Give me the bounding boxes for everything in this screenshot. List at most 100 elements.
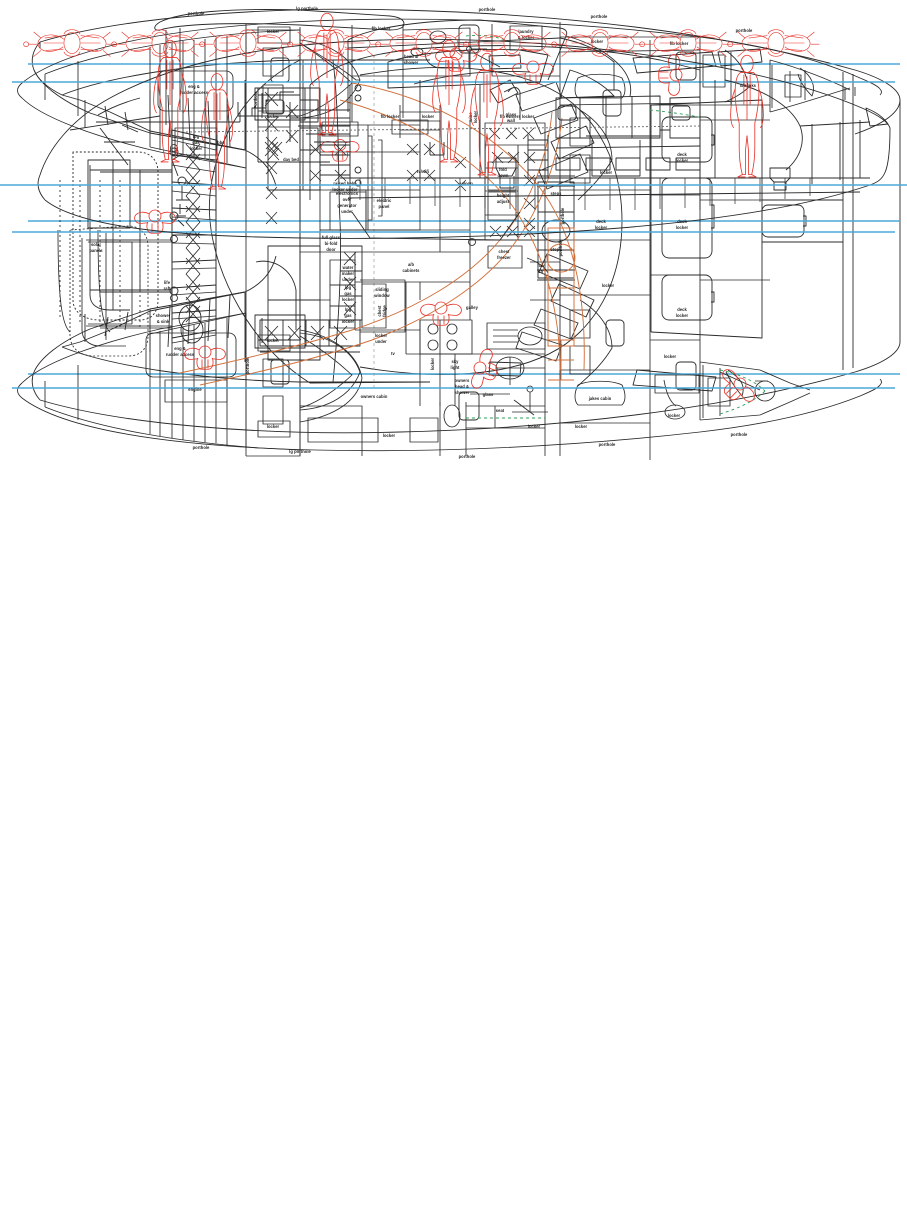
accommodation-label: locker [267,338,280,343]
accommodation-label: locker [676,158,689,163]
accommodation-label: window [373,293,390,298]
accommodation-label: porthole [736,28,753,33]
accommodation-label: lg porthole [296,6,318,11]
accommodation-label: under [342,277,354,282]
accommodation-label: locker [575,424,588,429]
accommodation-label: seat [496,408,505,413]
accommodation-label: water [342,265,354,270]
accommodation-label: locker under [332,187,358,192]
accommodation-label: locker [342,319,355,324]
accommodation-label: fold [499,167,507,172]
accommodation-label: laundry [518,29,534,34]
accommodation-label: life [164,280,171,285]
accommodation-label: & locker [518,35,535,40]
accommodation-plan-view: porthole lg porthole porthole porthole porth… [12,6,895,460]
accommodation-label: tv/wifi [417,169,429,174]
accommodation-label: locker [190,146,203,151]
figure-scale-strip [23,29,820,57]
accommodation-label: day bed [283,157,299,162]
human-figure-plan [111,29,204,57]
accommodation-label: nav [537,263,545,268]
accommodation-label: maker [342,271,355,276]
accommodation-label: tv [391,351,395,356]
accommodation-label: porthole [591,14,608,19]
accommodation-label: locker [267,114,280,119]
accommodation-label: bbq [217,140,225,145]
accommodation-label: bi-fold [325,241,338,246]
accommodation-label: full glass [322,235,341,240]
accommodation-label: light [451,365,460,370]
accommodation-label: head & [455,384,469,389]
accommodation-label: porthole [193,445,210,450]
accommodation-label: ctr [538,269,544,274]
accommodation-label: locker [342,297,355,302]
accommodation-label: under [375,339,387,344]
accommodation-label: porthole [188,11,205,16]
accommodation-label: freezer [497,255,511,260]
deck-plan-label: steps [551,247,563,252]
accommodation-label: gas [192,140,200,145]
human-figure-plan [375,29,468,57]
accommodation-label: locker [600,170,613,175]
accommodation-label: locker [422,114,435,119]
accommodation-label: locker [602,283,615,288]
accommodation-label: porthole [245,357,250,374]
accommodation-label: f/b owners locker [500,114,535,119]
accommodation-label: electronics [336,191,359,196]
accommodation-label: f/b locker [381,114,400,119]
accommodation-label: raft [164,286,171,291]
accommodation-label: locker [676,225,689,230]
accommodation-label: lpg [193,134,200,139]
accommodation-label: f/b locker [670,41,689,46]
accommodation-label: eng & [188,84,200,89]
human-figure-plan [639,29,732,57]
accommodation-label: porthole [731,432,748,437]
accommodation-label: locker [430,357,435,370]
accommodation-label: panels [89,248,103,253]
accommodation-label: & sink [157,319,170,324]
accommodation-label: gas [344,313,352,318]
accommodation-label: saloon [459,181,473,186]
accommodation-label: raised helm [333,181,357,186]
human-figure-plan [463,29,556,57]
accommodation-label: sliding [375,287,389,292]
accommodation-label: porthole [479,7,496,12]
accommodation-label: lpg [345,285,352,290]
accommodation-label: locker [383,433,396,438]
accommodation-label: locker [664,354,677,359]
accommodation-label: porthole [558,239,563,256]
accommodation-label: gas [344,291,352,296]
accommodation-label: under [341,209,353,214]
accommodation-label: galley [466,305,479,310]
accommodation-label: lg porthole [289,449,311,454]
accommodation-label: door [326,247,336,252]
accommodation-label: locker [528,424,541,429]
accommodation-label: chest [377,305,382,317]
accommodation-label: porthole [459,454,476,459]
profile-label: wall [506,118,515,123]
profile-label: glass [506,112,517,117]
accommodation-label: locker [676,313,689,318]
accommodation-label: locker [267,424,280,429]
accommodation-label: rudder access [180,90,209,95]
accommodation-label: fridge [382,304,387,316]
accommodation-label: glass [483,392,494,397]
accommodation-label: jakes cabin [588,396,612,401]
accommodation-label: porthole [560,207,565,224]
accommodation-label: owners [455,378,470,383]
accommodation-label: cabinets [402,268,420,273]
accommodation-label: down [498,173,509,178]
accommodation-label: locker [591,39,604,44]
human-figure-standing [153,12,764,190]
accommodation-label: lpg [345,307,352,312]
accommodation-label: locker [267,29,280,34]
accommodation-label: deck [677,152,687,157]
accommodation-label: deck [677,307,687,312]
accommodation-label: owners cabin [361,394,388,399]
human-figure-plan [199,29,292,57]
human-figure-plan [287,29,380,57]
human-figure-plan [551,29,644,57]
accommodation-label: sky [452,359,460,364]
